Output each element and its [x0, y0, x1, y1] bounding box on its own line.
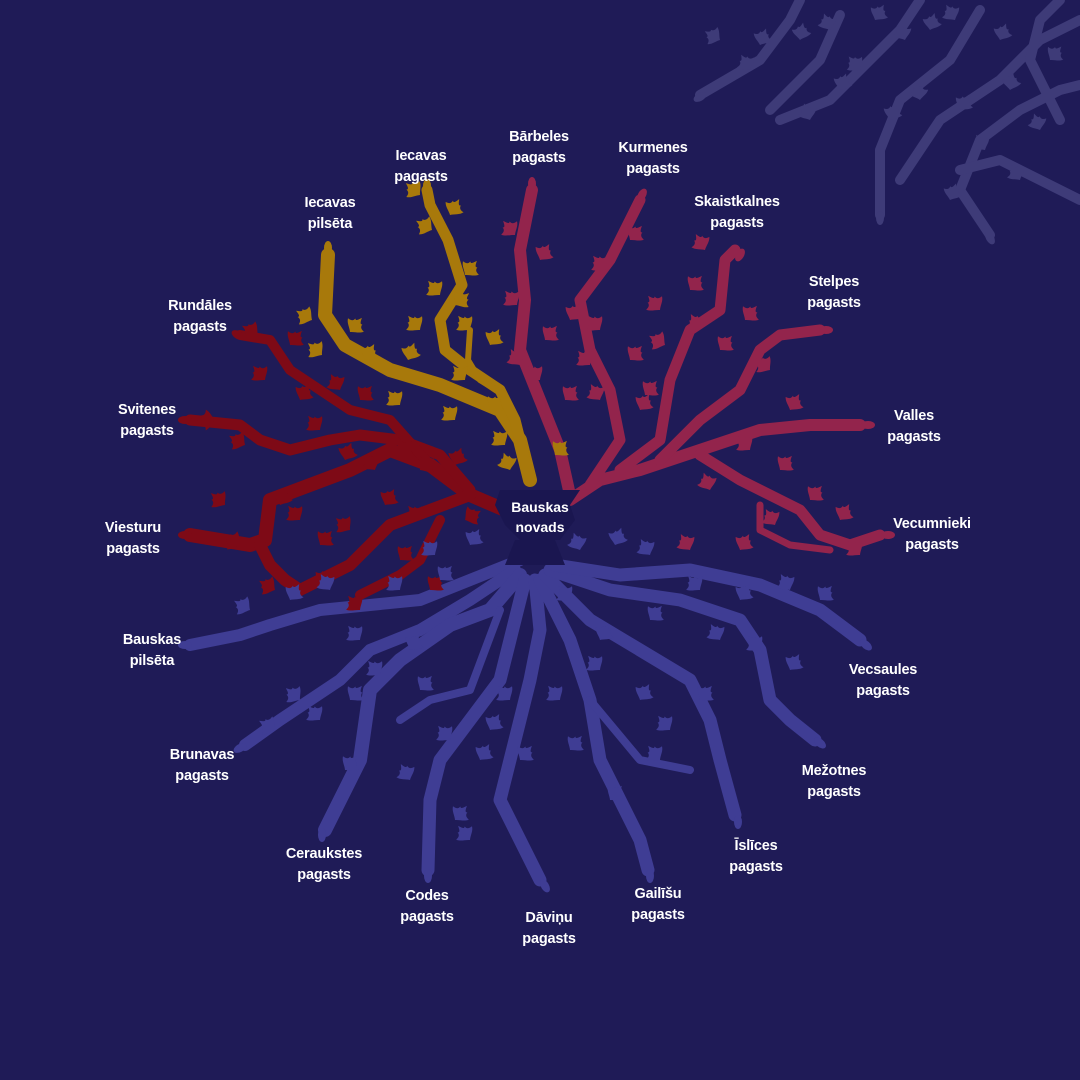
leaf-icon [712, 329, 740, 356]
leaf-icon [640, 289, 668, 316]
leaf-icon [1025, 110, 1050, 133]
leaf-icon [1042, 40, 1068, 66]
leaf-icon [562, 729, 590, 756]
leaf-icon [772, 449, 800, 476]
leaf-icon [392, 759, 419, 785]
branch-tip-bud [424, 869, 432, 883]
leaf-icon [282, 324, 310, 351]
leaf-icon [245, 359, 273, 386]
leaf-icon [380, 384, 408, 411]
leaf-icon [632, 534, 659, 560]
branch-tip-bud [819, 326, 833, 334]
leaf-icon [398, 339, 424, 363]
leaf-icon [229, 592, 255, 619]
leaf-icon [622, 339, 650, 366]
leaf-icon [682, 269, 710, 296]
watermark-branch [960, 160, 1080, 200]
leaf-icon [938, 0, 964, 25]
branch-tip-bud [734, 815, 742, 829]
leaf-icon [471, 739, 498, 765]
leaf-icon [700, 23, 725, 49]
leaf-icon [312, 524, 340, 551]
leaf-icon [420, 274, 448, 301]
leaf-icon [291, 302, 317, 329]
center-label-line2: novads [480, 517, 600, 537]
leaf-icon [790, 21, 813, 42]
leaf-icon [920, 10, 944, 32]
leaf-icon [435, 399, 463, 426]
leaf-icon [991, 20, 1016, 43]
branch-kurmenes-pagasts [580, 200, 640, 485]
leaf-icon [650, 709, 678, 736]
leaf-icon [637, 374, 665, 401]
leaf-icon [352, 379, 380, 406]
leaf-icon [644, 327, 670, 354]
branch-tip-bud [318, 828, 326, 842]
leaf-icon [494, 449, 520, 473]
watermark-branch [700, 0, 800, 95]
leaf-icon [300, 409, 328, 436]
leaf-icon [400, 309, 428, 336]
center-label-line1: Bauskas [480, 497, 600, 517]
leaf-icon [450, 309, 478, 336]
leaf-icon [481, 709, 508, 735]
leaf-icon [412, 669, 440, 696]
leaf-icon [702, 619, 729, 645]
leaf-icon [376, 484, 403, 510]
branch-tip-bud [876, 211, 884, 225]
center-label-bauskas-novads: Bauskas novads [480, 497, 600, 537]
leaf-icon [540, 679, 568, 706]
leaf-icon [694, 469, 720, 493]
leaf-icon [672, 529, 699, 555]
leaf-icon [802, 479, 830, 506]
leaf-icon [450, 819, 478, 846]
leaf-icon [731, 529, 758, 555]
leaf-icon [447, 799, 475, 826]
leaf-icon [301, 335, 328, 363]
leaf-icon [329, 510, 356, 538]
leaf-icon [781, 389, 808, 415]
leaf-icon [531, 239, 558, 265]
leaf-icon [481, 324, 508, 350]
leaf-icon [557, 379, 585, 406]
leaf-icon [866, 0, 892, 25]
leaf-icon [537, 319, 565, 346]
leaf-icon [781, 649, 808, 675]
leaf-icon [204, 485, 231, 513]
leaf-icon [441, 194, 468, 220]
branch-tip-bud [646, 869, 654, 883]
leaf-icon [631, 679, 658, 705]
branch-tip-bud [324, 241, 332, 255]
trunk-base [505, 540, 565, 565]
leaf-icon [831, 499, 858, 525]
leaf-icon [340, 619, 368, 646]
leaf-icon [605, 524, 631, 548]
branch-tip-bud [528, 177, 536, 191]
watermark-branch [960, 85, 1080, 235]
